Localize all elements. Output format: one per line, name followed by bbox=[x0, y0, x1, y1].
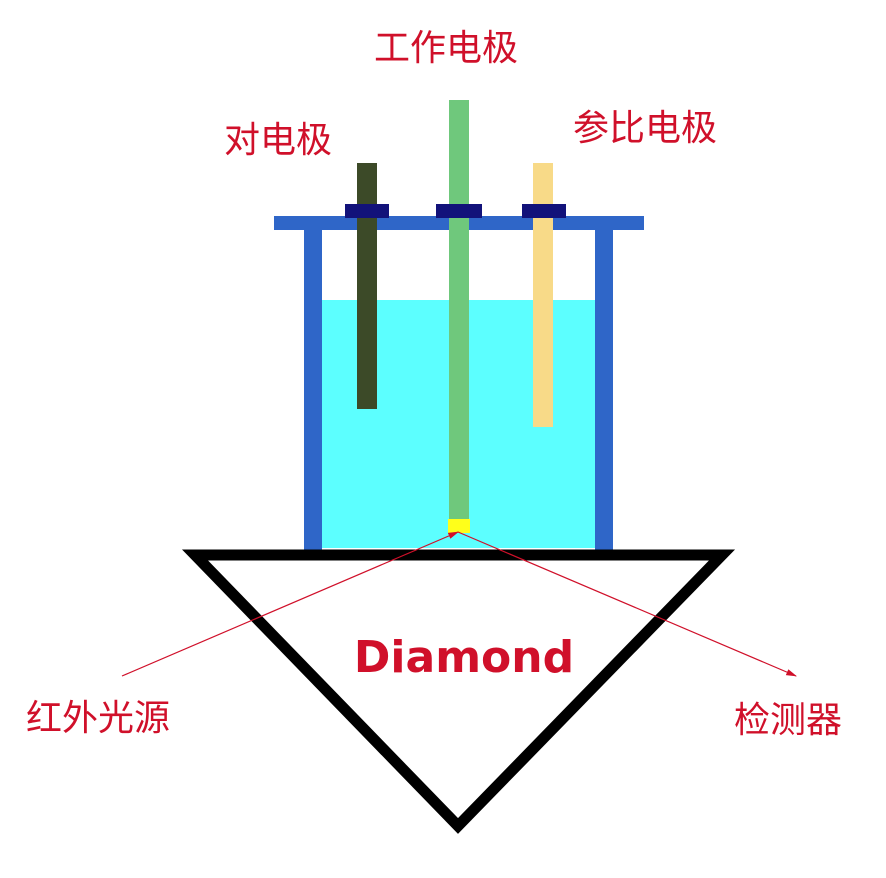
reference-electrode-label: 参比电极 bbox=[573, 108, 717, 149]
working-electrode-clamp bbox=[436, 204, 482, 218]
counter-electrode-rod bbox=[357, 163, 377, 409]
reference-electrode-clamp bbox=[522, 204, 566, 218]
prism-label: Diamond bbox=[354, 632, 574, 683]
counter-electrode-label: 对电极 bbox=[224, 120, 332, 161]
cell-right-wall bbox=[595, 222, 613, 550]
diamond-prism bbox=[181, 549, 736, 834]
ir-incident-beam bbox=[121, 531, 459, 677]
working-electrode-rod bbox=[449, 100, 469, 522]
cell-left-wall bbox=[304, 222, 322, 550]
counter-electrode-clamp bbox=[345, 204, 389, 218]
ir-source-label: 红外光源 bbox=[26, 698, 170, 739]
detector-label: 检测器 bbox=[734, 700, 842, 741]
working-electrode-label: 工作电极 bbox=[374, 28, 518, 69]
reference-electrode-rod bbox=[533, 163, 553, 427]
ir-reflected-beam bbox=[457, 531, 797, 677]
working-electrode-tip bbox=[448, 519, 470, 533]
